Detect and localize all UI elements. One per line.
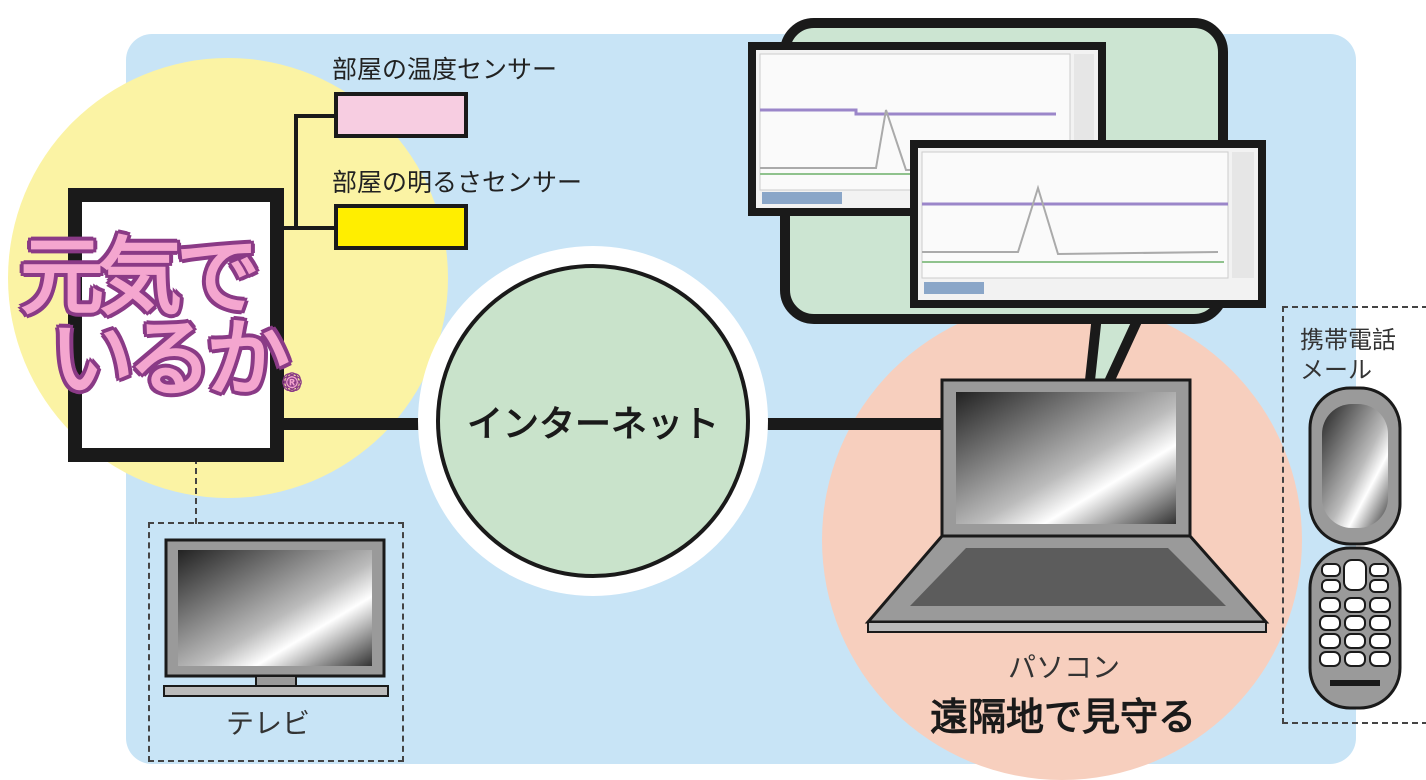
brightness-sensor-label: 部屋の明るさセンサー	[332, 168, 583, 197]
phone-label-line-1: 携帯電話	[1300, 326, 1396, 354]
flip-phone-icon	[1308, 386, 1402, 710]
brightness-sensor-box	[334, 204, 468, 250]
connector-sensor-trunk	[294, 114, 298, 228]
connector-sensor-bright	[270, 226, 336, 230]
phone-group-border	[1282, 306, 1426, 724]
connector-internet-laptop	[760, 418, 950, 430]
genki-de-iruka-logo: 元気で いるか®	[20, 228, 350, 426]
monitoring-device	[68, 188, 284, 462]
logo-line-2-text: いるか	[50, 310, 290, 408]
internet-node: インターネット	[436, 264, 750, 578]
screenshot-back	[910, 140, 1266, 308]
connector-device-internet	[270, 418, 430, 430]
temperature-sensor-label: 部屋の温度センサー	[332, 55, 558, 84]
internet-label: インターネット	[466, 404, 719, 445]
temperature-sensor-box	[334, 92, 468, 138]
laptop-icon	[864, 378, 1270, 633]
connector-device-tv	[195, 448, 197, 524]
phone-label-line-2: メール	[1300, 356, 1372, 384]
screenshot-back-graph	[921, 151, 1254, 294]
logo-line-1: 元気で	[20, 228, 260, 326]
tv-label: テレビ	[226, 707, 311, 740]
connector-sensor-temp	[294, 114, 336, 118]
pc-label: パソコン	[1008, 651, 1121, 684]
pc-subtitle: 遠隔地で見守る	[930, 695, 1197, 739]
logo-registered-mark: ®	[284, 373, 301, 392]
logo-line-2: いるか®	[50, 317, 350, 424]
tv-icon	[163, 538, 389, 697]
